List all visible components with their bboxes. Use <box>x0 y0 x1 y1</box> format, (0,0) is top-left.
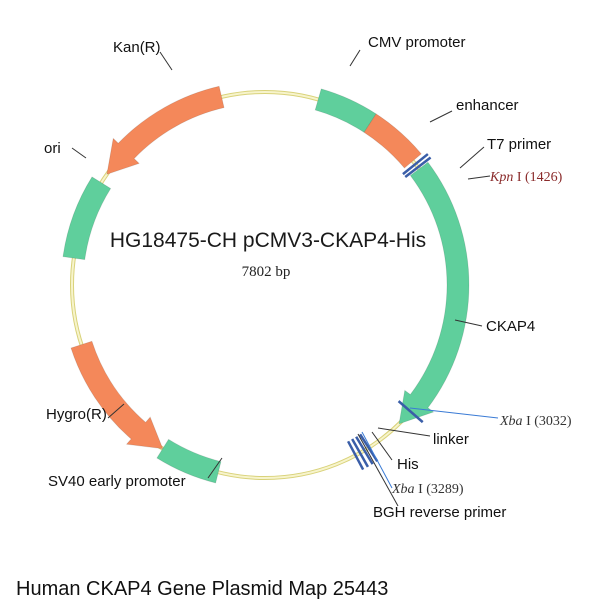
site-kpn-mark-a <box>402 153 429 176</box>
feature-segments <box>62 85 470 484</box>
site-xba1-enzyme: Xba <box>499 414 523 429</box>
site-xba2-mark <box>351 438 370 468</box>
site-his-mark <box>355 436 374 465</box>
callout-cmv <box>349 49 361 67</box>
site-bgh-mark <box>346 440 365 471</box>
site-linker-mark <box>359 433 379 462</box>
callout-xba2 <box>361 431 393 489</box>
site-kpn-label: Kpn I (1426) <box>489 170 563 185</box>
label-ckap4: CKAP4 <box>486 318 535 335</box>
segment-cmv-promoter <box>314 88 377 133</box>
callout-ori <box>71 147 87 159</box>
segment-enhancer <box>363 113 422 169</box>
label-kan: Kan(R) <box>113 39 161 56</box>
callout-kpn <box>467 175 491 180</box>
callout-lines <box>71 49 499 507</box>
callout-t7 <box>459 146 485 169</box>
segment-ckap4 <box>398 161 470 425</box>
label-ori: ori <box>44 140 61 157</box>
site-xba1-position: I (3032) <box>523 414 572 429</box>
callout-ckap4 <box>454 319 483 327</box>
segment-kan <box>106 85 225 175</box>
label-sv40-early-promoter: SV40 early promoter <box>48 473 186 490</box>
callout-bgh <box>357 433 399 507</box>
callout-kan <box>159 51 173 71</box>
plasmid-name: HG18475-CH pCMV3-CKAP4-His <box>110 229 426 252</box>
site-t7-mark-b <box>404 156 432 178</box>
callout-xba1 <box>409 407 499 419</box>
segment-ori <box>62 176 112 261</box>
site-xba1-mark <box>397 400 424 424</box>
label-hygro: Hygro(R) <box>46 406 107 423</box>
site-xba2-label: Xba I (3289) <box>391 482 464 497</box>
callout-his <box>371 431 393 461</box>
site-xba2-position: I (3289) <box>415 482 464 497</box>
site-kpn-position: I (1426) <box>513 170 562 185</box>
segment-sv40-early-promoter <box>156 438 222 484</box>
label-his: His <box>397 456 419 473</box>
callout-linker <box>377 427 431 437</box>
figure-caption: Human CKAP4 Gene Plasmid Map 25443 <box>16 578 388 600</box>
label-bgh-reverse-primer: BGH reverse primer <box>373 504 506 521</box>
segment-hygro <box>70 340 164 450</box>
label-linker: linker <box>433 431 469 448</box>
callout-sv40 <box>207 457 223 479</box>
label-enhancer: enhancer <box>456 97 519 114</box>
site-xba2-enzyme: Xba <box>391 482 415 497</box>
callout-enhancer <box>429 110 453 123</box>
site-xba1-label: Xba I (3032) <box>499 414 572 429</box>
callout-hygro <box>107 403 125 419</box>
label-cmv-promoter: CMV promoter <box>368 34 466 51</box>
site-kpn-enzyme: Kpn <box>489 170 513 185</box>
plasmid-size: 7802 bp <box>242 264 291 280</box>
label-t7-primer: T7 primer <box>487 136 551 153</box>
